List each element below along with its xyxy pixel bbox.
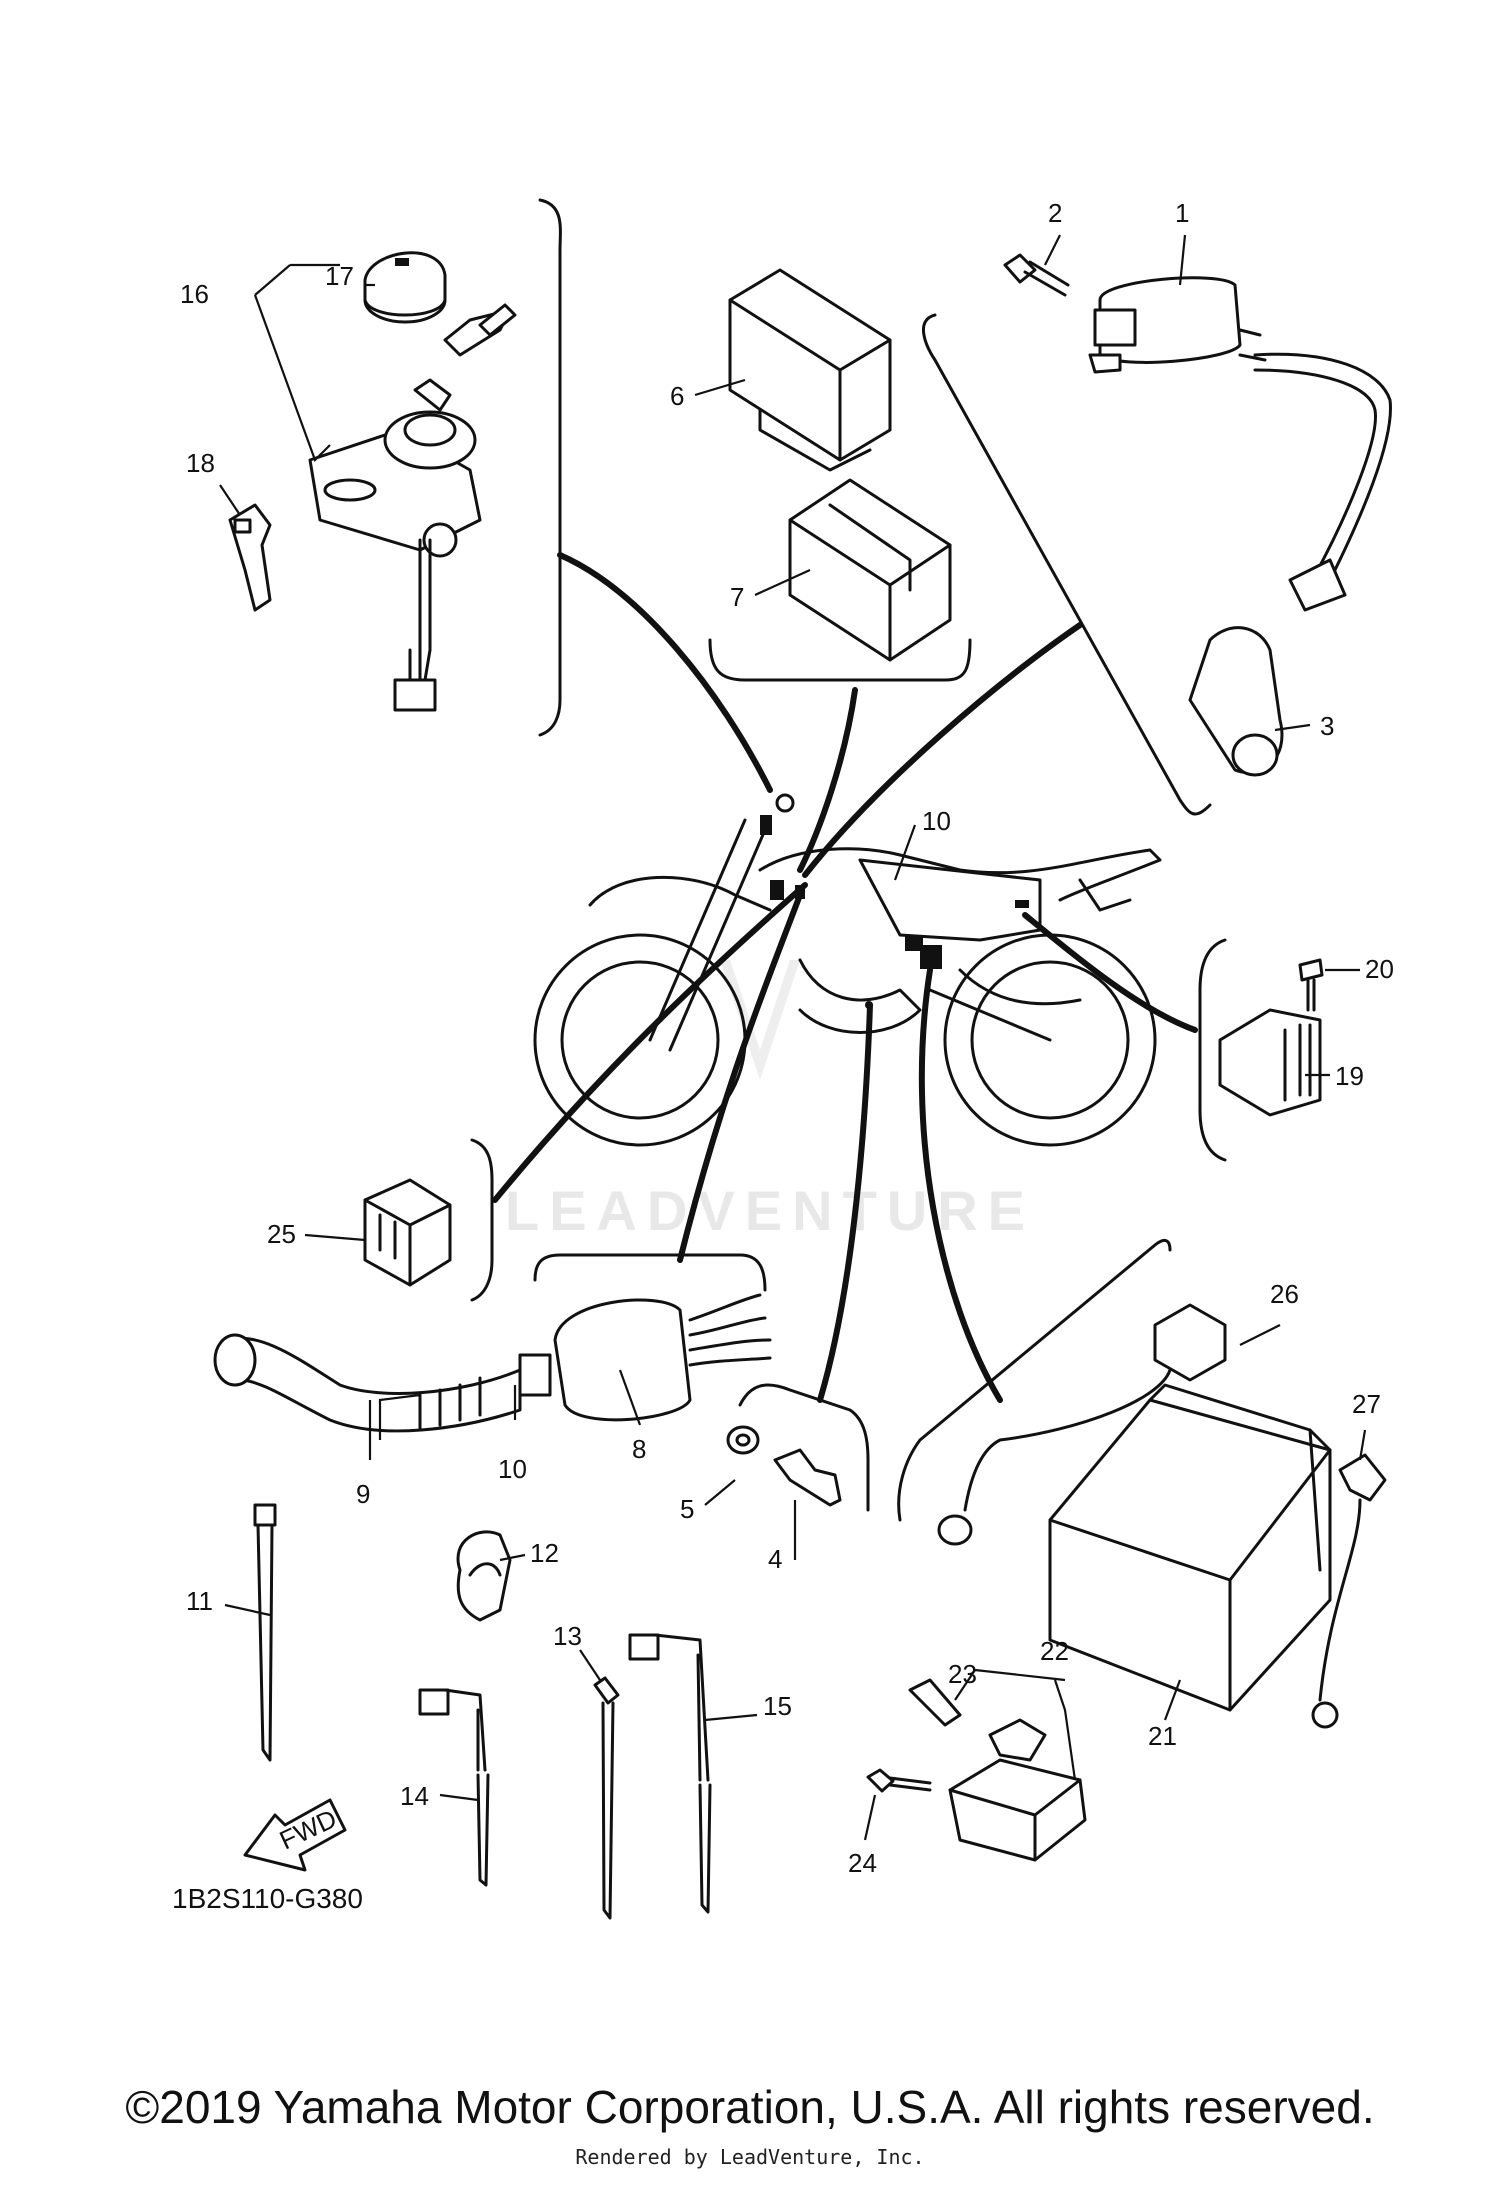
callout-24: 24: [848, 1848, 877, 1878]
neutral-switch: [726, 1425, 842, 1507]
relay: [363, 1178, 452, 1287]
group-brackets: [470, 198, 1227, 1522]
battery-positive-lead: [937, 1303, 1227, 1546]
callout-13: 13: [553, 1621, 582, 1651]
callout-4: 4: [768, 1544, 782, 1574]
callout-14: 14: [400, 1781, 429, 1811]
leader-lines: [219, 234, 1367, 1841]
fwd-arrow-icon: FWD: [243, 1798, 347, 1872]
callout-10-frame: 10: [922, 806, 951, 836]
callout-22: 22: [1040, 1636, 1069, 1666]
callout-1: 1: [1175, 198, 1189, 228]
callout-16: 16: [180, 279, 209, 309]
starter-relay: [866, 1678, 1087, 1862]
watermark-text: LEADVENTURE: [505, 1179, 1035, 1242]
coil-bolt: [1003, 253, 1070, 297]
callout-12: 12: [530, 1538, 559, 1568]
diagram-code: 1B2S110-G380: [172, 1883, 363, 1914]
callout-10-harness: 10: [498, 1454, 527, 1484]
callout-3: 3: [1320, 711, 1334, 741]
callout-21: 21: [1148, 1721, 1177, 1751]
callout-2: 2: [1048, 198, 1062, 228]
motorcycle-silhouette: [533, 793, 1162, 1147]
harness-leads: [492, 552, 1198, 1403]
callout-23: 23: [948, 1659, 977, 1689]
callout-9: 9: [356, 1479, 370, 1509]
band-b: [628, 1633, 712, 1914]
callout-7: 7: [730, 582, 744, 612]
cable-tie-long: [253, 1503, 277, 1762]
cdi-unit: [728, 268, 892, 472]
callout-25: 25: [267, 1219, 296, 1249]
wire-harness-section: [213, 1293, 772, 1433]
callout-19: 19: [1335, 1061, 1364, 1091]
callout-15: 15: [763, 1691, 792, 1721]
callout-26: 26: [1270, 1279, 1299, 1309]
callout-6: 6: [670, 381, 684, 411]
callout-18: 18: [186, 448, 215, 478]
rendered-by-notice: Rendered by LeadVenture, Inc.: [575, 2145, 925, 2169]
cable-tie-short: [593, 1676, 620, 1920]
battery: [1048, 1383, 1332, 1712]
key: [228, 503, 272, 612]
main-switch: [308, 303, 517, 712]
callout-27: 27: [1352, 1389, 1381, 1419]
spark-plug-cap: [1188, 558, 1347, 777]
callout-8: 8: [632, 1434, 646, 1464]
callout-17: 17: [325, 261, 354, 291]
cdi-bracket: [788, 478, 952, 662]
copyright-notice: ©2019 Yamaha Motor Corporation, U.S.A. A…: [125, 2081, 1375, 2133]
callout-20: 20: [1365, 954, 1394, 984]
clamp: [456, 1530, 512, 1622]
rectifier-regulator: [1218, 958, 1324, 1117]
callout-5: 5: [680, 1494, 694, 1524]
callout-11: 11: [186, 1586, 213, 1616]
callout-labels: 1 2 3 4 5 6 7 8 9 10 10 11 12 13 14 15 1…: [172, 198, 1394, 1914]
switch-cap: [363, 251, 447, 324]
ignition-coil: [1088, 276, 1392, 582]
band-a: [418, 1688, 490, 1887]
